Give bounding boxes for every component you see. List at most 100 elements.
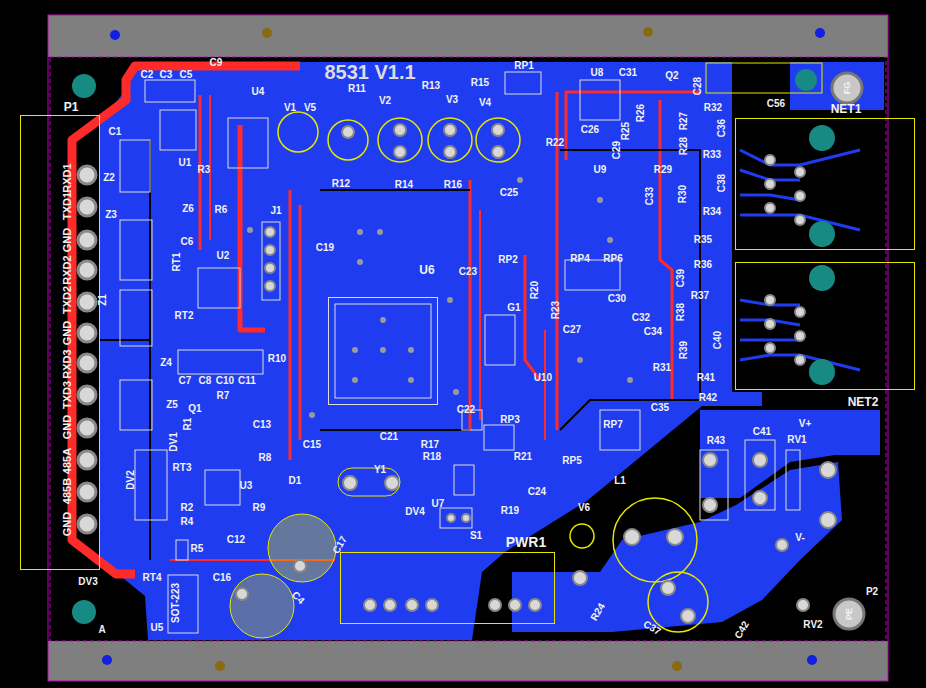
- part-designator: R15: [471, 78, 489, 88]
- part-designator: R16: [444, 180, 462, 190]
- part-designator: R29: [654, 165, 672, 175]
- part-designator: R3: [198, 165, 211, 175]
- part-designator: C9: [210, 58, 223, 68]
- pin-name: RXD2: [62, 255, 73, 284]
- part-designator: RP1: [514, 61, 533, 71]
- part-designator: R37: [691, 291, 709, 301]
- part-designator: P1: [64, 101, 79, 113]
- part-designator: RP7: [603, 420, 622, 430]
- part-designator: R25: [621, 122, 631, 140]
- part-designator: RP6: [603, 254, 622, 264]
- part-designator: R26: [636, 104, 646, 122]
- part-designator: R42: [699, 393, 717, 403]
- part-designator: C27: [563, 325, 581, 335]
- part-designator: U9: [594, 165, 607, 175]
- part-designator: C56: [767, 99, 785, 109]
- part-designator: V+: [799, 419, 812, 429]
- part-designator: C38: [717, 174, 727, 192]
- part-designator: C7: [179, 376, 192, 386]
- part-designator: C21: [380, 432, 398, 442]
- part-designator: R31: [653, 363, 671, 373]
- pin-name: TXD1: [62, 192, 73, 220]
- part-designator: C32: [632, 313, 650, 323]
- part-designator: R27: [679, 112, 689, 130]
- part-designator: R28: [679, 137, 689, 155]
- part-designator: L1: [614, 476, 626, 486]
- part-designator: V6: [578, 503, 590, 513]
- pin-name: TXD2: [62, 286, 73, 314]
- part-designator: Z6: [182, 204, 194, 214]
- part-designator: U5: [151, 623, 164, 633]
- part-designator: C10: [216, 376, 234, 386]
- part-designator: U4: [252, 87, 265, 97]
- part-designator: C13: [253, 420, 271, 430]
- part-designator: RP4: [570, 254, 589, 264]
- component-outline: NET2: [735, 262, 915, 390]
- part-designator: R14: [395, 180, 413, 190]
- part-designator: R2: [181, 503, 194, 513]
- part-designator: Q1: [188, 404, 201, 414]
- part-designator: R7: [217, 391, 230, 401]
- part-designator: U2: [217, 251, 230, 261]
- part-designator: V5: [304, 103, 316, 113]
- pin-name: RXD1: [62, 163, 73, 192]
- part-designator: R6: [215, 205, 228, 215]
- part-designator: A: [98, 625, 105, 635]
- part-designator: R1: [183, 418, 193, 431]
- part-designator: R17: [421, 440, 439, 450]
- part-designator: Z4: [160, 358, 172, 368]
- part-designator: DV1: [169, 432, 179, 451]
- part-designator: C29: [612, 141, 622, 159]
- pin-name: GND: [62, 228, 73, 252]
- part-designator: R23: [551, 301, 561, 319]
- part-designator: Z1: [98, 294, 108, 306]
- part-designator: R20: [530, 281, 540, 299]
- part-designator: U7: [432, 499, 445, 509]
- pin-name: 485B: [62, 478, 73, 504]
- part-designator: RP3: [500, 415, 519, 425]
- part-designator: DV2: [126, 470, 136, 489]
- board-marking: 8531 V1.1: [324, 62, 415, 82]
- part-designator: C19: [316, 243, 334, 253]
- component-outline: PWR1: [340, 552, 555, 624]
- part-designator: RV1: [787, 435, 806, 445]
- part-designator: C8: [199, 376, 212, 386]
- part-designator: R19: [501, 506, 519, 516]
- part-designator: RP5: [562, 456, 581, 466]
- part-designator: RT1: [172, 253, 182, 272]
- part-designator: C1: [109, 127, 122, 137]
- part-designator: U3: [240, 481, 253, 491]
- part-designator: R33: [703, 150, 721, 160]
- part-designator: Z3: [105, 210, 117, 220]
- part-designator: R32: [704, 103, 722, 113]
- part-designator: R5: [191, 544, 204, 554]
- pin-name: GND: [62, 415, 73, 439]
- part-designator: V2: [379, 96, 391, 106]
- part-designator: V1: [284, 103, 296, 113]
- part-designator: C36: [717, 119, 727, 137]
- part-designator: C5: [180, 70, 193, 80]
- part-designator: C28: [693, 77, 703, 95]
- part-designator: FG: [843, 82, 852, 95]
- part-designator: C31: [619, 68, 637, 78]
- part-designator: RP2: [498, 255, 517, 265]
- part-designator: G1: [507, 303, 520, 313]
- part-designator: R38: [676, 303, 686, 321]
- part-designator: C3: [160, 70, 173, 80]
- component-outline: U6: [328, 297, 438, 405]
- part-designator: C39: [676, 269, 686, 287]
- part-designator: C11: [238, 376, 256, 386]
- part-designator: V-: [795, 533, 804, 543]
- part-designator: RT3: [173, 463, 192, 473]
- part-designator: S1: [470, 531, 482, 541]
- part-designator: C15: [303, 440, 321, 450]
- part-designator: R43: [707, 436, 725, 446]
- part-designator: V3: [446, 95, 458, 105]
- part-designator: P2: [866, 587, 878, 597]
- part-designator: Q2: [665, 71, 678, 81]
- part-designator: RV2: [803, 620, 822, 630]
- part-designator: U8: [591, 68, 604, 78]
- part-designator: R8: [259, 453, 272, 463]
- part-designator: R39: [679, 341, 689, 359]
